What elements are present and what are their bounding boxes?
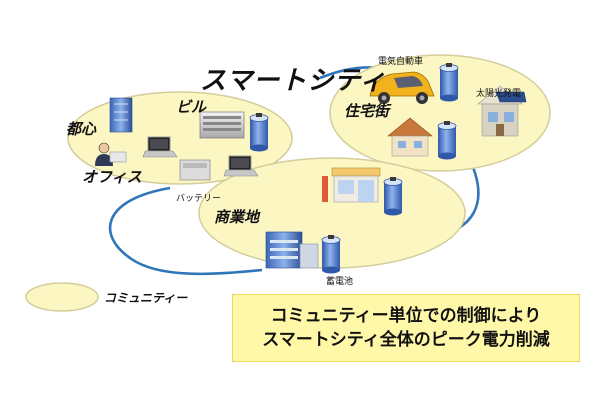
battery-icon (383, 176, 403, 216)
zone-label-commercial: 商業地 (214, 209, 260, 226)
summary-line-2: スマートシティ全体のピーク電力削減 (262, 330, 550, 349)
battery-icon (437, 120, 457, 160)
summary-callout: コミュニティー単位での制御により スマートシティ全体のピーク電力削減 (232, 294, 580, 362)
shop-icon (322, 167, 381, 203)
zone-label-toshin: 都心 (66, 121, 97, 138)
legend-label: コミュニティー (104, 291, 188, 305)
battery-pack-icon (179, 159, 211, 181)
solar-house-icon (477, 85, 527, 137)
zone-label-residential: 住宅街 (344, 103, 390, 120)
battery-icon (439, 62, 459, 102)
person-icon (95, 142, 127, 166)
zone-label-building: ビル (176, 99, 207, 116)
house-icon (387, 117, 433, 157)
label-ev: 電気自動車 (378, 56, 424, 66)
label-battery: バッテリー (176, 193, 222, 203)
diagram-title: スマートシティ (200, 65, 387, 95)
office-tower-icon (109, 97, 133, 133)
label-solar: 太陽光発電 (476, 88, 522, 98)
battery-icon (249, 112, 269, 152)
store-icon (265, 231, 319, 269)
summary-line-1: コミュニティー単位での制御により (270, 306, 542, 325)
zone-label-office: オフィス (82, 169, 142, 186)
server-icon (199, 111, 245, 139)
battery-icon (321, 234, 341, 274)
label-storage-battery: 蓄電池 (326, 276, 354, 286)
legend-swatch (25, 282, 99, 312)
car-icon (369, 71, 435, 104)
